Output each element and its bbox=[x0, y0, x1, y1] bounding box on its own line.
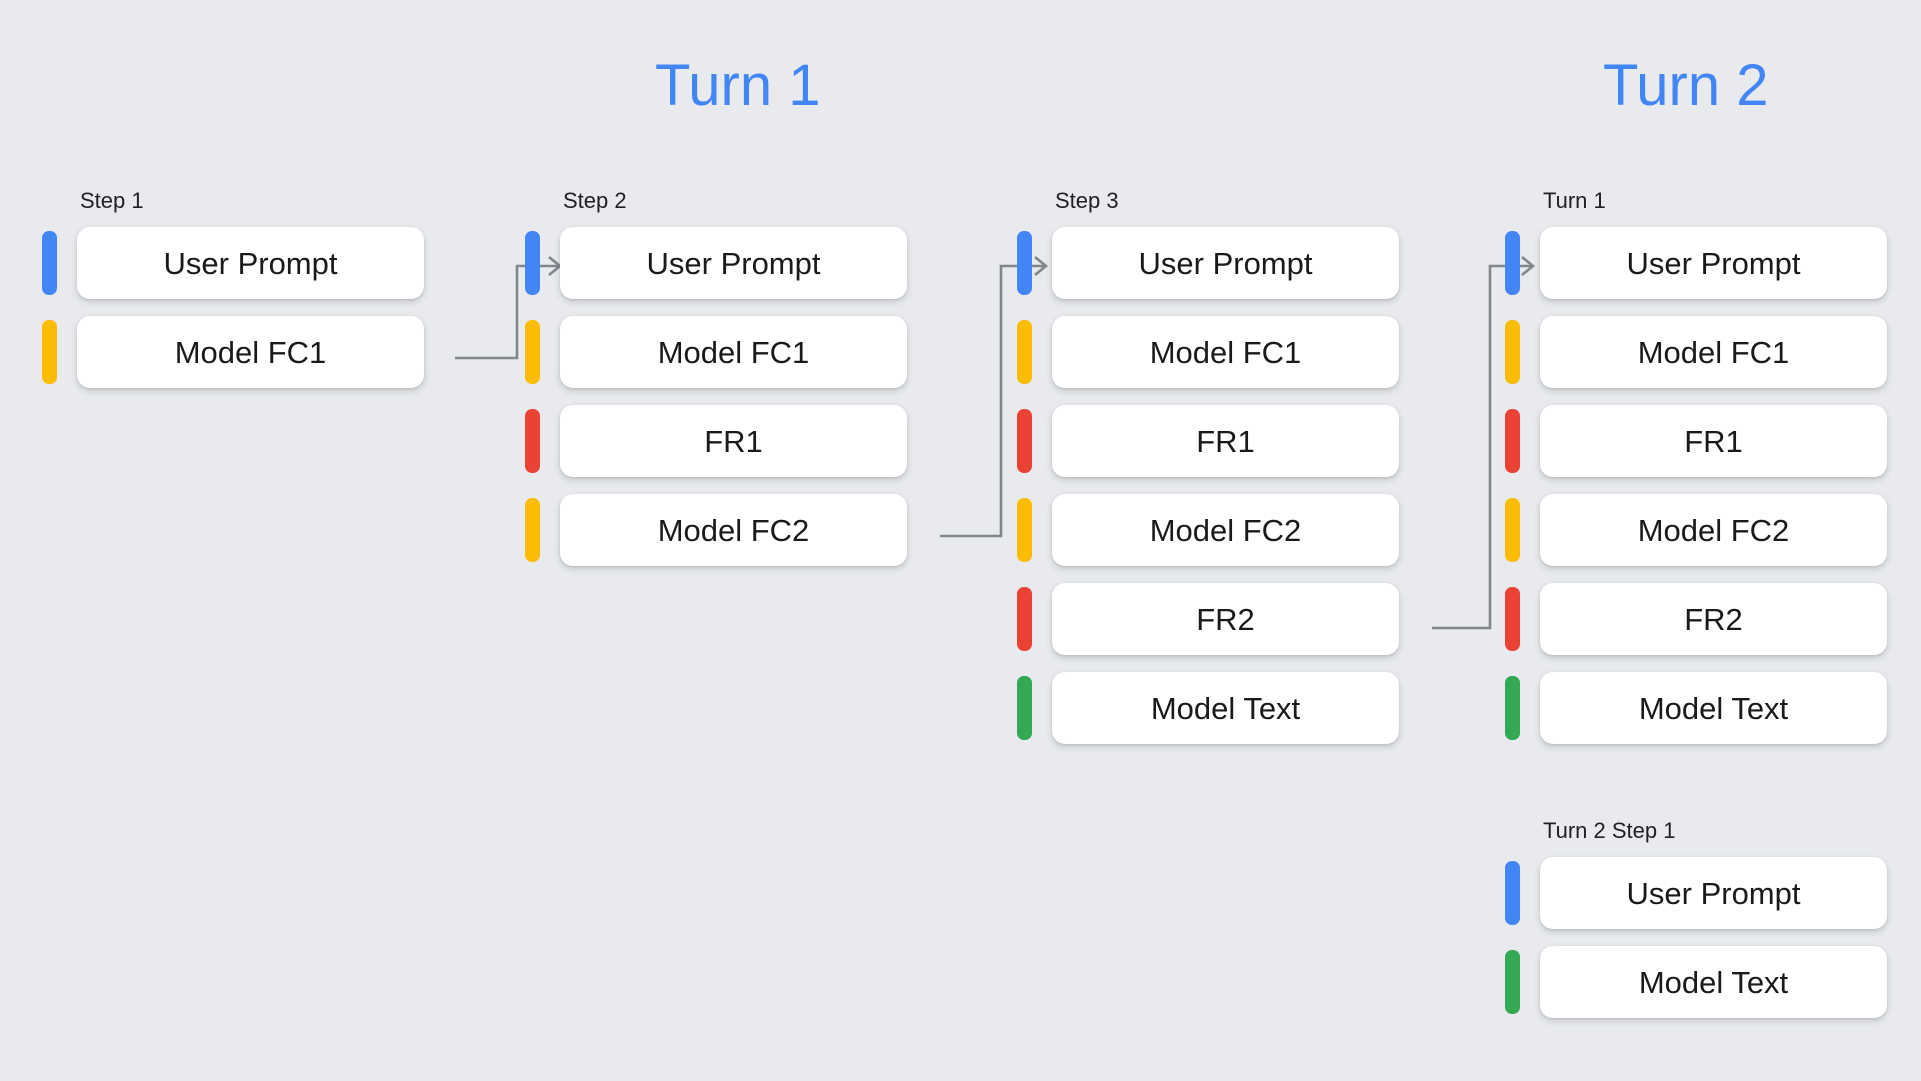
card-label: FR2 bbox=[1684, 601, 1743, 637]
card-turn-2-turn-1-3[interactable]: Model FC2 bbox=[1540, 494, 1887, 566]
card-step-2-1[interactable]: Model FC1 bbox=[560, 316, 907, 388]
card-turn-2-turn-1-4[interactable]: FR2 bbox=[1540, 583, 1887, 655]
card-step-3-1[interactable]: Model FC1 bbox=[1052, 316, 1399, 388]
card-step-3-5[interactable]: Model Text bbox=[1052, 672, 1399, 744]
color-bar-model_function_call-icon bbox=[525, 320, 540, 384]
connector-step1-to-step2 bbox=[455, 255, 563, 360]
color-bar-function_response-icon bbox=[1017, 587, 1032, 651]
card-step-2-3[interactable]: Model FC2 bbox=[560, 494, 907, 566]
color-bar-model_text-icon bbox=[1505, 950, 1520, 1014]
card-turn-2-turn-1-5[interactable]: Model Text bbox=[1540, 672, 1887, 744]
card-label: Model FC1 bbox=[174, 334, 327, 370]
color-bar-function_response-icon bbox=[1505, 409, 1520, 473]
card-step-1-0[interactable]: User Prompt bbox=[77, 227, 424, 299]
connector-step3-to-turn2-arrowhead-icon bbox=[1521, 255, 1536, 277]
card-label: FR2 bbox=[1196, 601, 1255, 637]
card-step-2-0[interactable]: User Prompt bbox=[560, 227, 907, 299]
card-step-1-1[interactable]: Model FC1 bbox=[77, 316, 424, 388]
color-bar-model_function_call-icon bbox=[1505, 498, 1520, 562]
card-label: User Prompt bbox=[646, 245, 821, 281]
card-label: User Prompt bbox=[163, 245, 338, 281]
turn-1-heading: Turn 1 bbox=[655, 53, 821, 118]
column-label-step-3: Step 3 bbox=[1055, 188, 1119, 213]
card-step-3-3[interactable]: Model FC2 bbox=[1052, 494, 1399, 566]
card-label: FR1 bbox=[1196, 423, 1255, 459]
card-turn-2-turn-1-1[interactable]: Model FC1 bbox=[1540, 316, 1887, 388]
card-label: FR1 bbox=[1684, 423, 1743, 459]
card-label: User Prompt bbox=[1626, 245, 1801, 281]
card-label: Model FC1 bbox=[1149, 334, 1302, 370]
column-label-turn-2-turn-1: Turn 1 bbox=[1543, 188, 1606, 213]
color-bar-model_text-icon bbox=[1017, 676, 1032, 740]
column-label-turn-2-step-1: Turn 2 Step 1 bbox=[1543, 818, 1676, 843]
card-label: Model FC2 bbox=[1637, 512, 1790, 548]
color-bar-model_function_call-icon bbox=[1017, 498, 1032, 562]
column-label-step-1: Step 1 bbox=[80, 188, 144, 213]
color-bar-function_response-icon bbox=[1505, 587, 1520, 651]
connector-step1-to-step2-line bbox=[455, 264, 560, 360]
card-label: User Prompt bbox=[1138, 245, 1313, 281]
card-label: Model FC1 bbox=[1637, 334, 1790, 370]
color-bar-model_function_call-icon bbox=[42, 320, 57, 384]
card-label: Model Text bbox=[1638, 964, 1789, 1000]
color-bar-model_function_call-icon bbox=[1017, 320, 1032, 384]
card-label: Model FC2 bbox=[657, 512, 810, 548]
card-step-3-4[interactable]: FR2 bbox=[1052, 583, 1399, 655]
card-label: FR1 bbox=[704, 423, 763, 459]
card-step-3-0[interactable]: User Prompt bbox=[1052, 227, 1399, 299]
card-turn-2-turn-1-2[interactable]: FR1 bbox=[1540, 405, 1887, 477]
color-bar-model_function_call-icon bbox=[1505, 320, 1520, 384]
color-bar-model_text-icon bbox=[1505, 676, 1520, 740]
connector-step2-to-step3 bbox=[940, 255, 1049, 538]
color-bar-user_prompt-icon bbox=[1017, 231, 1032, 295]
card-label: Model FC2 bbox=[1149, 512, 1302, 548]
card-step-2-2[interactable]: FR1 bbox=[560, 405, 907, 477]
color-bar-function_response-icon bbox=[525, 409, 540, 473]
card-turn-2-step-1-0[interactable]: User Prompt bbox=[1540, 857, 1887, 929]
turn-2-heading: Turn 2 bbox=[1603, 53, 1769, 118]
card-step-3-2[interactable]: FR1 bbox=[1052, 405, 1399, 477]
color-bar-model_function_call-icon bbox=[525, 498, 540, 562]
connector-step2-to-step3-arrowhead-icon bbox=[1034, 255, 1049, 277]
column-label-step-2: Step 2 bbox=[563, 188, 627, 213]
color-bar-user_prompt-icon bbox=[1505, 861, 1520, 925]
card-turn-2-turn-1-0[interactable]: User Prompt bbox=[1540, 227, 1887, 299]
card-label: Model Text bbox=[1638, 690, 1789, 726]
card-label: User Prompt bbox=[1626, 875, 1801, 911]
card-label: Model Text bbox=[1150, 690, 1301, 726]
color-bar-function_response-icon bbox=[1017, 409, 1032, 473]
color-bar-user_prompt-icon bbox=[1505, 231, 1520, 295]
color-bar-user_prompt-icon bbox=[525, 231, 540, 295]
connector-step2-to-step3-line bbox=[940, 264, 1046, 538]
card-turn-2-step-1-1[interactable]: Model Text bbox=[1540, 946, 1887, 1018]
card-label: Model FC1 bbox=[657, 334, 810, 370]
connector-step1-to-step2-arrowhead-icon bbox=[548, 255, 563, 277]
color-bar-user_prompt-icon bbox=[42, 231, 57, 295]
